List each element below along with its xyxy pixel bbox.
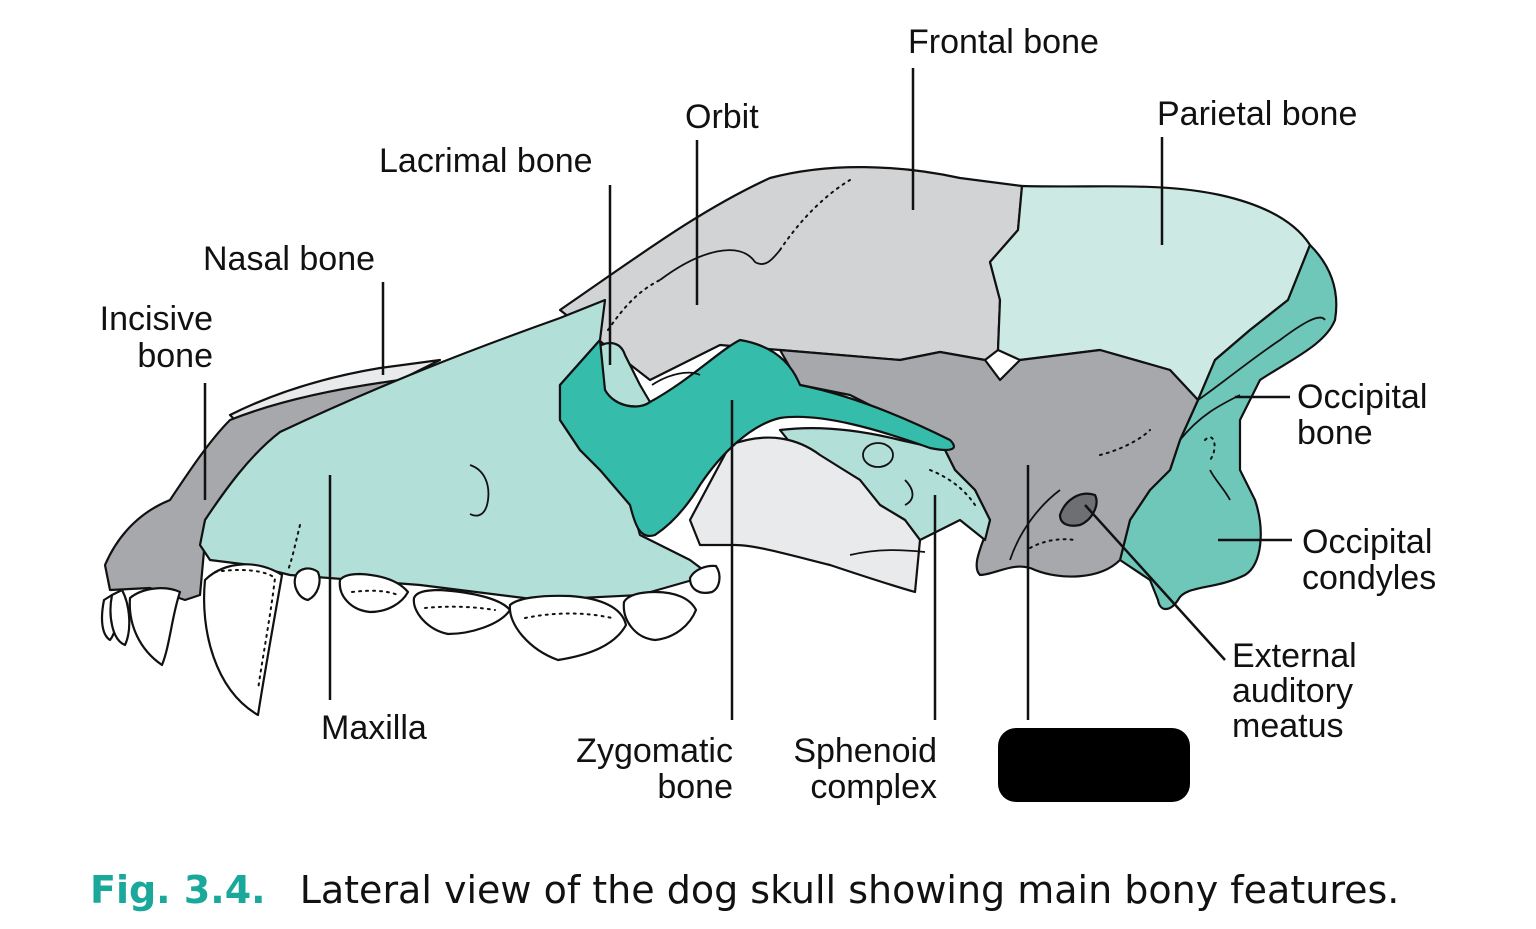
label-nasal-bone: Nasal bone: [203, 240, 375, 278]
label-zygomatic-line2: bone: [657, 768, 733, 806]
label-sphenoid-line1: Sphenoid: [793, 732, 937, 770]
sphenoid-dotted: [929, 469, 976, 506]
optic-foramen: [862, 442, 894, 468]
tooth-premolar-1: [293, 567, 321, 602]
tympanic-curve: [1009, 489, 1061, 561]
tooth-incisor-3: [128, 587, 182, 667]
label-incisive-line2: bone: [137, 337, 213, 375]
molar-dotted-2: [424, 605, 496, 611]
tooth-incisor-2: [109, 588, 131, 647]
figure-caption: Fig. 3.4. Lateral view of the dog skull …: [90, 868, 1399, 912]
tooth-premolar-3: [412, 588, 512, 636]
tooth-molar-1: [622, 590, 698, 642]
label-meatus-line2: auditory: [1232, 672, 1353, 710]
frontal-dotted-line-2: [607, 279, 661, 331]
orbit-floor: [651, 371, 701, 386]
label-occipital-line1: Occipital: [1297, 378, 1427, 416]
canine-pulp-dotted: [214, 569, 277, 691]
label-parietal-bone: Parietal bone: [1157, 95, 1357, 133]
leader-lines: [203, 68, 1292, 720]
zygomatic-bone-region: [558, 338, 956, 538]
label-lacrimal-bone: Lacrimal bone: [379, 142, 593, 180]
frontal-dotted-line-1: [779, 179, 851, 251]
caption-text: Lateral view of the dog skull showing ma…: [300, 868, 1400, 912]
label-sphenoid-line2: complex: [810, 768, 937, 806]
occipital-bone-region: [1118, 243, 1338, 611]
label-incisive-line1: Incisive: [100, 300, 213, 338]
label-condyles-line1: Occipital: [1302, 523, 1432, 561]
tooth-premolar-2: [338, 572, 410, 614]
occipital-dotted: [1204, 436, 1216, 461]
label-zygomatic-line1: Zygomatic: [576, 732, 733, 770]
temporal-line: [1197, 316, 1326, 401]
label-meatus-line3: meatus: [1232, 707, 1344, 745]
fossa-floor-line: [849, 549, 926, 556]
label-frontal-bone: Frontal bone: [908, 23, 1099, 61]
meatus-dotted: [1029, 538, 1076, 549]
label-meatus-line1: External: [1232, 637, 1357, 675]
sphenoid-hook: [904, 479, 914, 506]
maxilla-infraorbital-mark: [469, 464, 490, 517]
tooth-carnassial: [508, 594, 628, 662]
external-auditory-meatus: [1058, 492, 1098, 527]
frontal-suture: [659, 249, 781, 281]
label-orbit: Orbit: [685, 98, 759, 136]
occipital-notch-1: [1209, 469, 1231, 501]
tooth-molar-2: [688, 564, 721, 594]
molar-dotted-1: [351, 589, 399, 596]
caption-number: Fig. 3.4.: [90, 868, 266, 912]
labels: Frontal bone Orbit Parietal bone Lacrima…: [100, 23, 1437, 806]
occipital-crest-line: [1179, 394, 1241, 441]
label-maxilla: Maxilla: [321, 709, 427, 747]
label-occipital-line2: bone: [1297, 414, 1373, 452]
leader-meatus: [1084, 504, 1226, 661]
maxilla-dotted-suture: [287, 524, 301, 571]
redacted-label-box: [998, 728, 1190, 802]
label-condyles-line2: condyles: [1302, 559, 1436, 597]
tooth-canine: [203, 563, 284, 717]
molar-dotted-3: [524, 612, 613, 619]
teeth: [100, 563, 721, 717]
temporal-dotted: [1099, 429, 1151, 456]
frontal-bone-region: [558, 166, 1024, 382]
